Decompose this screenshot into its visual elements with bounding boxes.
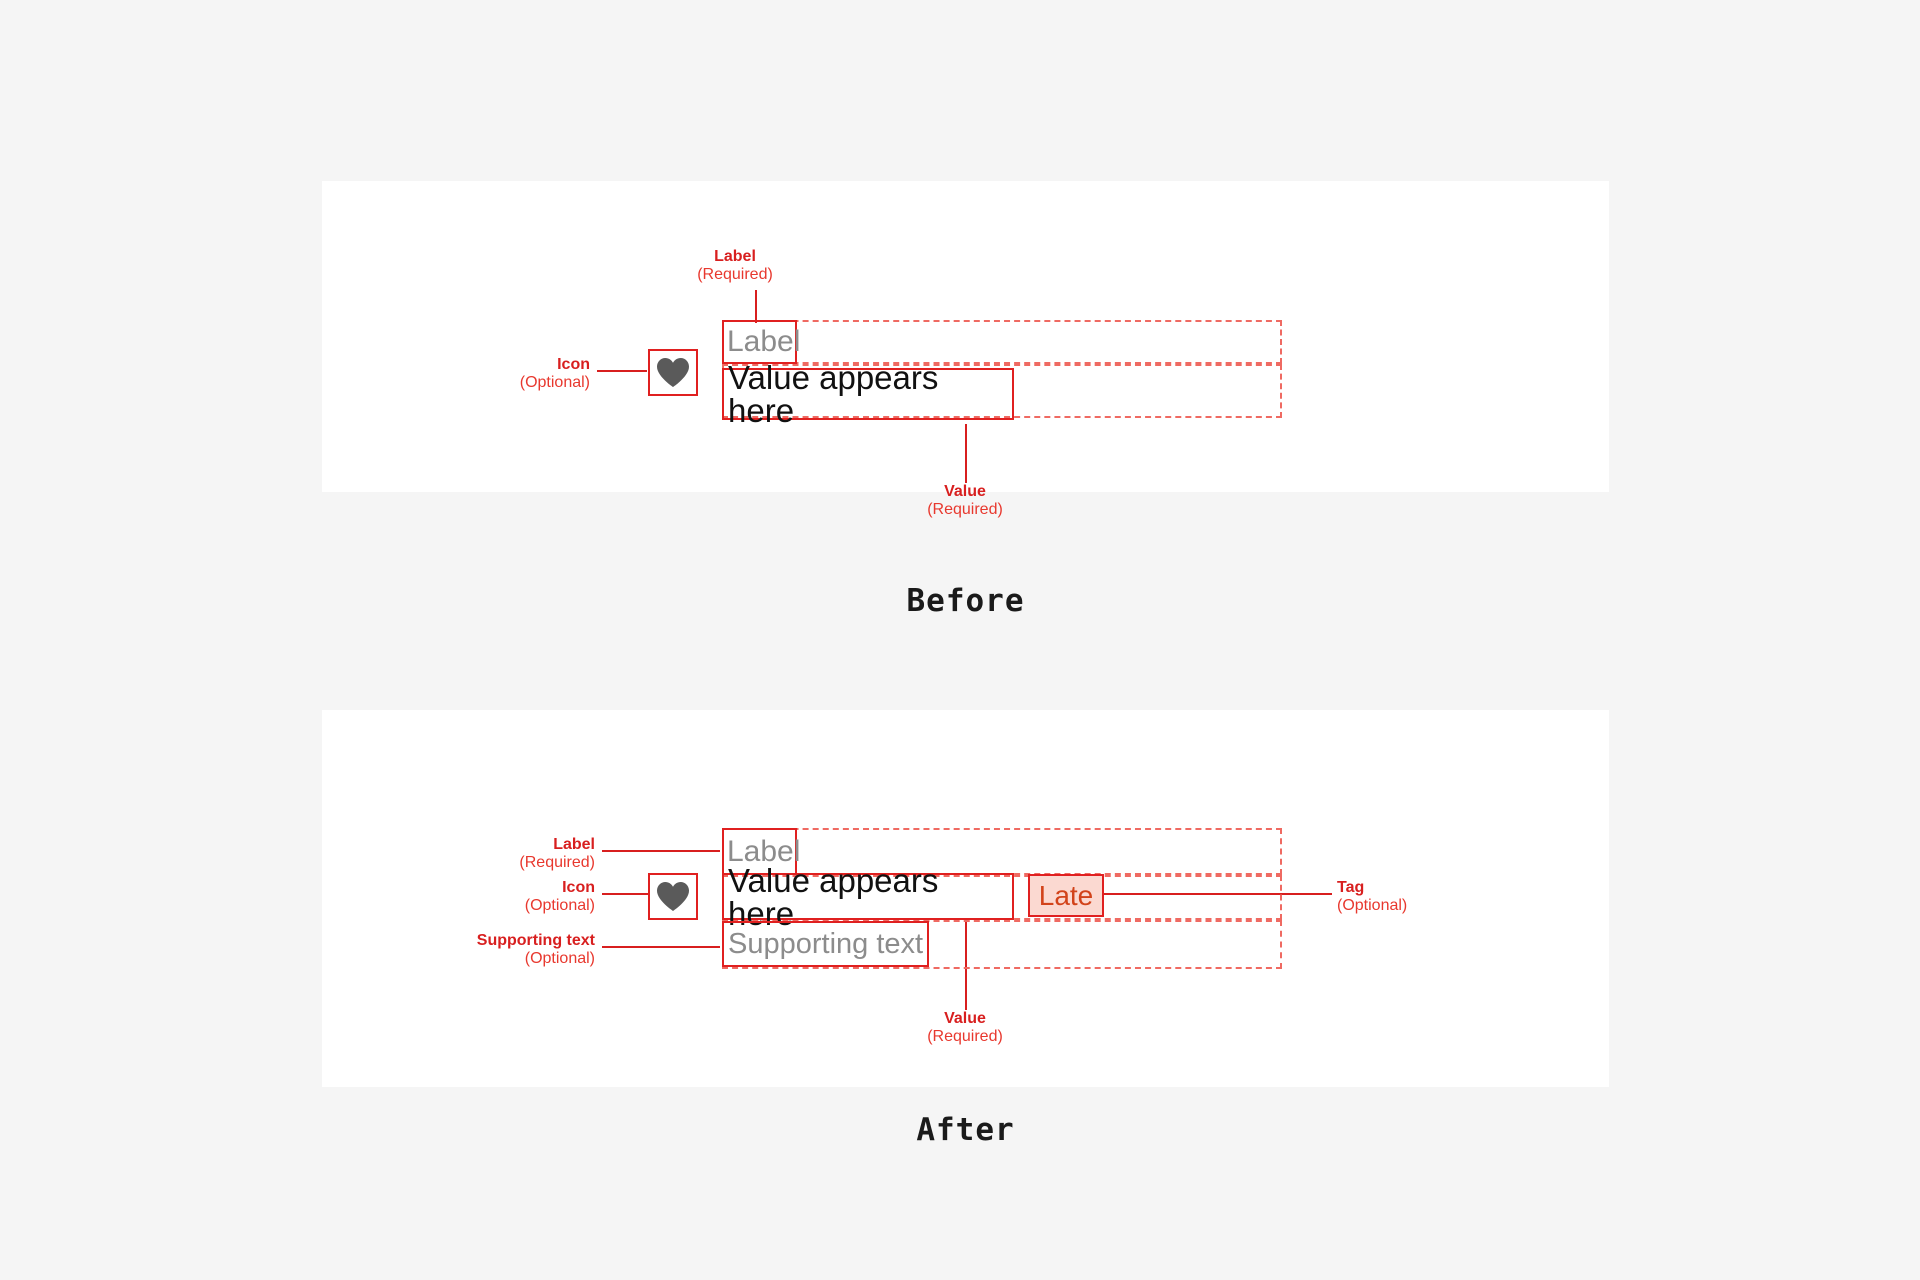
heart-icon-box-before bbox=[648, 349, 698, 396]
annotation-value-after-title: Value bbox=[944, 1010, 986, 1027]
annotation-value-before-title: Value bbox=[944, 483, 986, 500]
annotation-label-before-sub: (Required) bbox=[697, 266, 773, 284]
supporting-field-text-after: Supporting text bbox=[728, 927, 924, 960]
leader-icon-after bbox=[602, 893, 648, 895]
value-field-box-after: Value appears here bbox=[722, 864, 1014, 930]
annotation-icon-before-title: Icon bbox=[557, 356, 590, 373]
heart-icon bbox=[656, 881, 690, 912]
caption-after: After bbox=[916, 1112, 1015, 1148]
value-field-box-before: Value appears here bbox=[722, 361, 1014, 427]
annotation-supporting-after-title: Supporting text bbox=[476, 932, 595, 949]
annotation-icon-after-title: Icon bbox=[562, 879, 595, 896]
supporting-field-box-after: Supporting text bbox=[722, 921, 929, 967]
label-field-box-before: Label bbox=[722, 320, 801, 364]
annotation-tag-after-title: Tag bbox=[1337, 879, 1365, 896]
annotation-value-before-sub: (Required) bbox=[927, 501, 1003, 519]
annotation-icon-after: Icon (Optional) bbox=[440, 879, 595, 916]
annotation-value-before: Value (Required) bbox=[885, 483, 1045, 520]
spec-region-label-before bbox=[722, 320, 1282, 364]
leader-label-before bbox=[755, 290, 757, 323]
annotation-label-before-title: Label bbox=[714, 248, 756, 265]
annotation-label-after: Label (Required) bbox=[440, 836, 595, 873]
heart-icon-box-after bbox=[648, 873, 698, 920]
annotation-tag-after-sub: (Optional) bbox=[1337, 897, 1408, 915]
label-field-text-before: Label bbox=[727, 325, 801, 358]
leader-label-after bbox=[602, 850, 720, 852]
value-field-text-after: Value appears here bbox=[728, 861, 939, 932]
heart-icon bbox=[656, 357, 690, 388]
status-tag-after[interactable]: Late bbox=[1028, 874, 1104, 917]
annotation-icon-before-sub: (Optional) bbox=[519, 374, 590, 392]
caption-before: Before bbox=[906, 583, 1025, 619]
leader-supporting-after bbox=[602, 946, 720, 948]
after-spec-card bbox=[322, 710, 1609, 1087]
annotation-supporting-after-sub: (Optional) bbox=[524, 950, 595, 968]
leader-tag-after bbox=[1104, 893, 1332, 895]
annotation-value-after-sub: (Required) bbox=[927, 1028, 1003, 1046]
annotation-supporting-after: Supporting text (Optional) bbox=[380, 932, 595, 969]
leader-value-after bbox=[965, 918, 967, 1010]
value-field-text-before: Value appears here bbox=[728, 359, 939, 429]
annotation-label-after-sub: (Required) bbox=[519, 854, 595, 872]
annotation-icon-after-sub: (Optional) bbox=[524, 897, 595, 915]
status-tag-label: Late bbox=[1038, 879, 1094, 911]
annotation-label-before: Label (Required) bbox=[660, 248, 810, 285]
label-field-text-after: Label bbox=[727, 834, 801, 868]
annotation-tag-after: Tag (Optional) bbox=[1337, 879, 1497, 916]
annotation-value-after: Value (Required) bbox=[885, 1010, 1045, 1047]
annotation-icon-before: Icon (Optional) bbox=[440, 356, 590, 393]
leader-icon-before bbox=[597, 370, 647, 372]
annotation-label-after-title: Label bbox=[553, 836, 595, 853]
leader-value-before bbox=[965, 424, 967, 483]
